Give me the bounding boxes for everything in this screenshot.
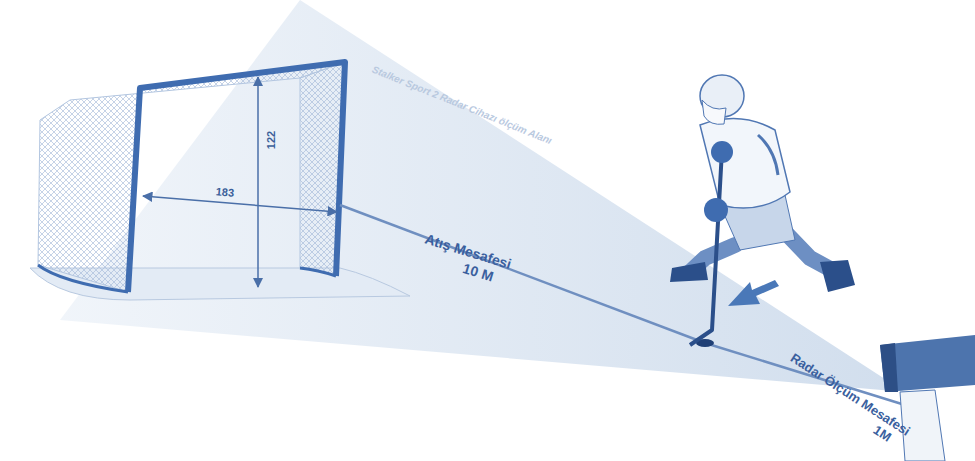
- skate: [670, 262, 708, 282]
- dimension-label: 122: [265, 131, 277, 149]
- player-jersey: [700, 119, 790, 208]
- goal-net: [38, 62, 345, 292]
- dimension-label: 183: [215, 185, 234, 199]
- glove: [704, 198, 728, 222]
- goal-frame: [128, 62, 345, 292]
- distance-label: Radar Ölçüm Mesafesi: [788, 351, 913, 439]
- radar-gun: [880, 335, 975, 392]
- height-dimension: [257, 77, 259, 287]
- area-label: Stalker Sport 2 Radar Cihazı ölçüm Alanı: [370, 64, 553, 147]
- skate: [820, 260, 855, 292]
- radar-lens: [880, 343, 898, 392]
- player-face: [702, 100, 726, 124]
- hockey-stick: [690, 150, 722, 345]
- jersey-number: [758, 135, 778, 175]
- goal-base: [38, 265, 336, 292]
- glove: [711, 141, 733, 163]
- width-dimension: [143, 196, 337, 212]
- motion-arrow: [728, 280, 779, 306]
- shot-line: [340, 205, 705, 343]
- radar-cone: [60, 0, 905, 392]
